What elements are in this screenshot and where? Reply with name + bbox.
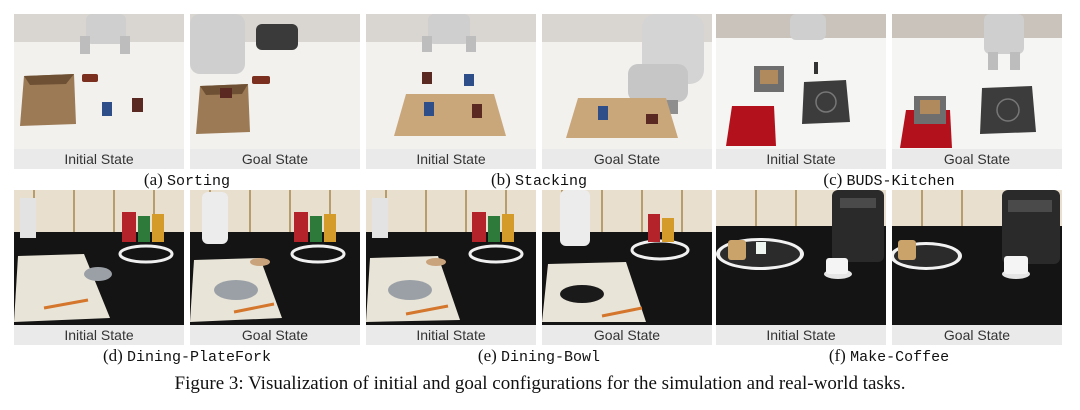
- dining-bowl-goal-frame: Goal State: [542, 190, 712, 345]
- caption-name: Make-Coffee: [850, 349, 950, 366]
- state-label: Goal State: [542, 325, 712, 345]
- sorting-goal-frame: Goal State: [190, 14, 360, 169]
- sorting-initial-frame: Initial State: [14, 14, 184, 169]
- stacking-initial-image: [366, 14, 536, 149]
- state-label: Goal State: [892, 149, 1062, 169]
- panel-sorting: Initial State Goal State: [14, 14, 360, 169]
- stacking-goal-frame: Goal State: [542, 14, 712, 169]
- caption-name: Dining-Bowl: [501, 349, 601, 366]
- sorting-initial-image: [14, 14, 184, 149]
- buds-kitchen-goal-image: [892, 14, 1062, 149]
- buds-kitchen-initial-frame: Initial State: [716, 14, 886, 169]
- state-label: Initial State: [366, 149, 536, 169]
- dining-bowl-initial-frame: Initial State: [366, 190, 536, 345]
- caption-name: Sorting: [167, 173, 231, 190]
- caption-dining-bowl: (e) Dining-Bowl: [366, 346, 712, 368]
- panel-make-coffee: Initial State Goal State: [716, 190, 1062, 345]
- state-label: Initial State: [14, 149, 184, 169]
- make-coffee-goal-frame: Goal State: [892, 190, 1062, 345]
- dining-platefork-initial-frame: Initial State: [14, 190, 184, 345]
- figure-caption: Figure 3: Visualization of initial and g…: [174, 373, 906, 394]
- dining-platefork-goal-frame: Goal State: [190, 190, 360, 345]
- panel-dining-platefork: Initial State Goal State: [14, 190, 360, 345]
- make-coffee-initial-image: [716, 190, 886, 325]
- stacking-initial-frame: Initial State: [366, 14, 536, 169]
- state-label: Initial State: [366, 325, 536, 345]
- caption-make-coffee: (f) Make-Coffee: [716, 346, 1062, 368]
- dining-platefork-goal-image: [190, 190, 360, 325]
- caption-tag: (d): [102, 346, 123, 365]
- state-label: Goal State: [190, 149, 360, 169]
- state-label: Goal State: [542, 149, 712, 169]
- panel-dining-bowl: Initial State Goal State: [366, 190, 712, 345]
- stacking-goal-image: [542, 14, 712, 149]
- buds-kitchen-goal-frame: Goal State: [892, 14, 1062, 169]
- caption-tag: (e): [477, 346, 497, 365]
- sorting-goal-image: [190, 14, 360, 149]
- caption-name: Stacking: [515, 173, 588, 190]
- caption-tag: (c): [823, 170, 843, 189]
- state-label: Initial State: [716, 149, 886, 169]
- dining-platefork-initial-image: [14, 190, 184, 325]
- caption-dining-platefork: (d) Dining-PlateFork: [14, 346, 360, 368]
- state-label: Initial State: [716, 325, 886, 345]
- caption-stacking: (b) Stacking: [366, 170, 712, 192]
- caption-name: Dining-PlateFork: [127, 349, 272, 366]
- caption-buds-kitchen: (c) BUDS-Kitchen: [716, 170, 1062, 192]
- state-label: Goal State: [892, 325, 1062, 345]
- caption-tag: (f): [828, 346, 846, 365]
- panel-stacking: Initial State Goal State: [366, 14, 712, 169]
- make-coffee-initial-frame: Initial State: [716, 190, 886, 345]
- caption-name: BUDS-Kitchen: [846, 173, 955, 190]
- make-coffee-goal-image: [892, 190, 1062, 325]
- dining-bowl-initial-image: [366, 190, 536, 325]
- caption-sorting: (a) Sorting: [14, 170, 360, 192]
- caption-tag: (a): [143, 170, 163, 189]
- caption-tag: (b): [490, 170, 511, 189]
- panel-buds-kitchen: Initial State Goal State: [716, 14, 1062, 169]
- state-label: Goal State: [190, 325, 360, 345]
- dining-bowl-goal-image: [542, 190, 712, 325]
- state-label: Initial State: [14, 325, 184, 345]
- buds-kitchen-initial-image: [716, 14, 886, 149]
